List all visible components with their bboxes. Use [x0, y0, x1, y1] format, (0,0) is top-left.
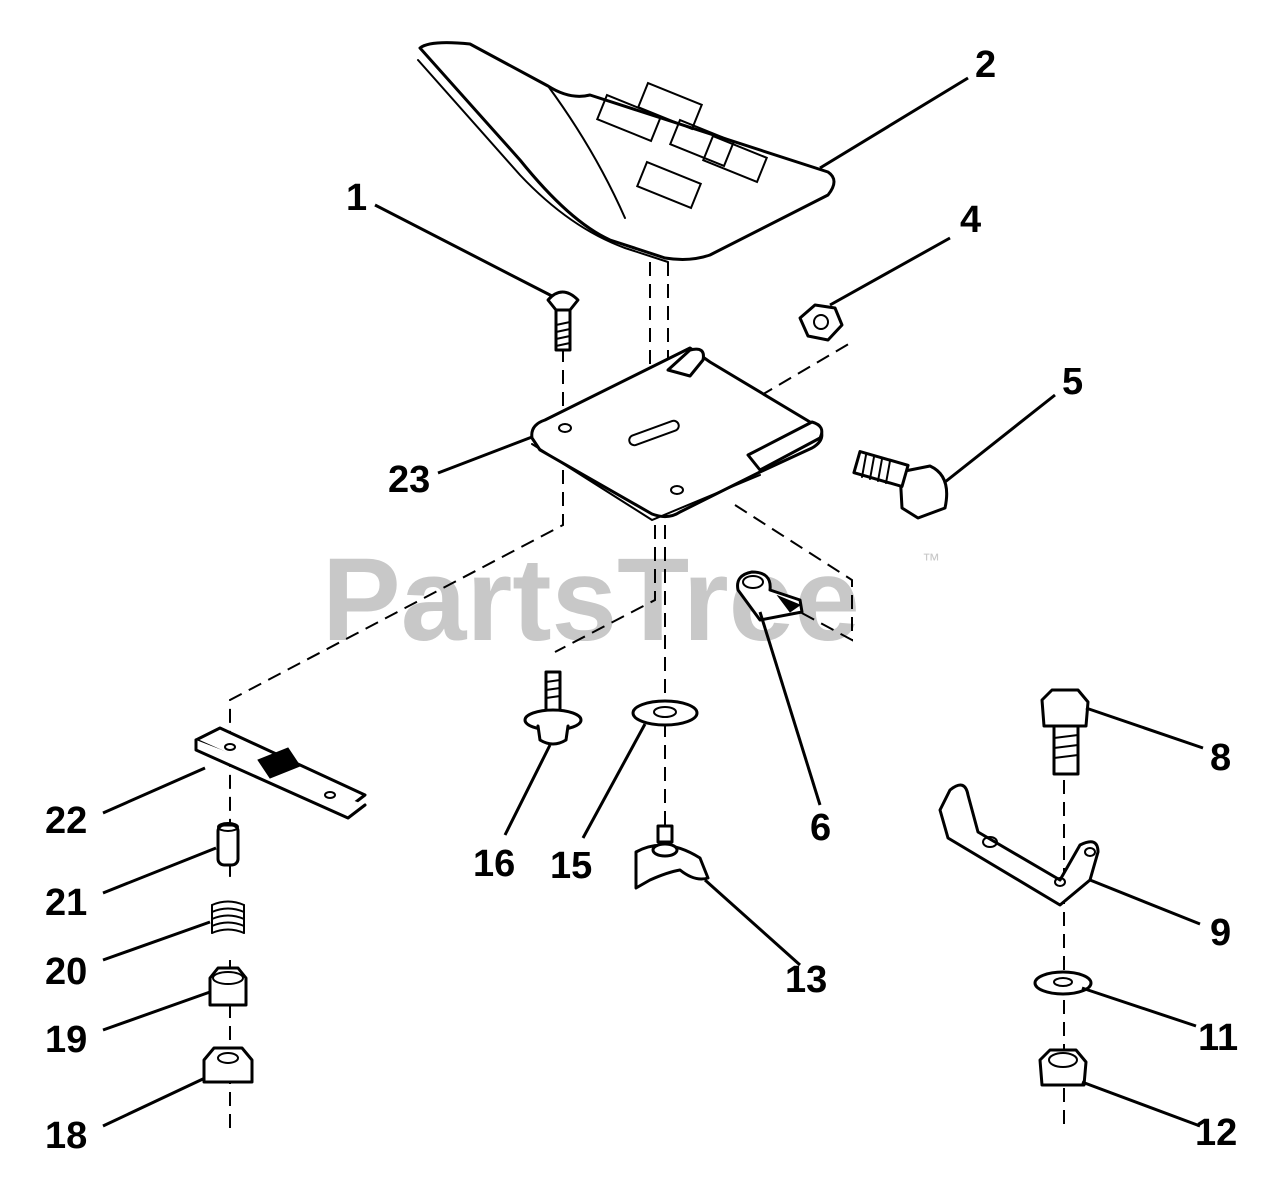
leader-23 [437, 435, 533, 475]
leader-2 [819, 76, 969, 170]
callout-1: 1 [346, 177, 367, 219]
leader-5 [944, 393, 1056, 484]
dash-latch [229, 470, 564, 880]
leader-11 [1081, 986, 1197, 1028]
flat-washer-part [1033, 970, 1093, 996]
callout-21: 21 [45, 882, 87, 924]
leader-20 [102, 920, 211, 962]
hex-bolt-part [852, 450, 949, 520]
dash-nut-4 [759, 341, 853, 397]
dash-bolt-16 [554, 525, 656, 653]
callout-20: 20 [45, 951, 87, 993]
leader-6 [758, 611, 822, 806]
hex-nut-part [798, 303, 844, 342]
callout-15: 15 [550, 845, 592, 887]
clip-part [736, 570, 804, 622]
hex-head-bolt-part [1040, 688, 1090, 776]
leader-4 [829, 236, 951, 307]
callout-16: 16 [473, 843, 515, 885]
callout-19: 19 [45, 1019, 87, 1061]
bracket-part [938, 783, 1100, 907]
lock-nut-part [1038, 1048, 1088, 1087]
spacer-nut-part [208, 966, 248, 1007]
dash-clip-6 [734, 504, 853, 642]
callout-11: 11 [1198, 1017, 1238, 1059]
callout-6: 6 [810, 807, 831, 849]
callout-18: 18 [45, 1115, 87, 1157]
callout-9: 9 [1210, 912, 1231, 954]
callout-2: 2 [975, 44, 996, 86]
seat-part [417, 41, 836, 263]
leader-1 [374, 203, 553, 298]
watermark-trademark: ™ [922, 550, 940, 570]
leader-9 [1089, 878, 1201, 926]
pin-part [216, 822, 240, 867]
leader-15 [581, 723, 647, 839]
watermark: PartsTree ™ [322, 534, 940, 666]
leader-19 [102, 990, 211, 1032]
carriage-bolt-part [546, 290, 580, 352]
leader-21 [102, 846, 217, 895]
knob-part [634, 824, 710, 890]
callout-12: 12 [1195, 1112, 1237, 1154]
leader-8 [1085, 706, 1204, 750]
leader-22 [102, 766, 206, 815]
leader-12 [1081, 1080, 1201, 1128]
callout-23: 23 [388, 459, 430, 501]
callout-22: 22 [45, 800, 87, 842]
washer-part [631, 699, 699, 727]
spring-part [211, 900, 245, 934]
flange-nut-part [202, 1046, 254, 1084]
leader-lines [102, 76, 1204, 1128]
latch-plate-part [194, 726, 367, 820]
leader-18 [102, 1076, 206, 1128]
callout-5: 5 [1062, 361, 1083, 403]
shoulder-bolt-part [523, 670, 583, 746]
seat-plate-part [530, 346, 824, 522]
callout-labels: 1 2 4 5 6 8 9 11 12 13 15 16 18 19 20 21… [45, 44, 1238, 1157]
callout-8: 8 [1210, 737, 1231, 779]
leader-13 [703, 878, 802, 967]
leader-16 [503, 744, 552, 836]
callout-13: 13 [785, 959, 827, 1001]
callout-4: 4 [960, 199, 981, 241]
